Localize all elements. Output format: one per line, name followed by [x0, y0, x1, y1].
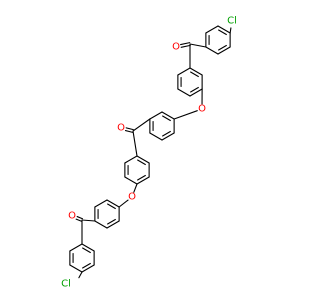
- bond-5: [205, 46, 219, 55]
- bond-66: [118, 199, 129, 208]
- bond-62: [132, 130, 138, 157]
- structure-diagram: O Cl O O O O Cl: [61, 16, 237, 290]
- bond-30: [136, 176, 150, 185]
- bond-0: [217, 25, 231, 34]
- bond-58: [229, 27, 232, 34]
- bond-61: [132, 118, 151, 132]
- bond-23: [149, 132, 163, 141]
- bond-10: [190, 71, 199, 78]
- bond-57: [180, 44, 191, 48]
- bond-21: [161, 132, 175, 141]
- chlorine-top: Cl: [227, 16, 237, 27]
- bond-3: [217, 46, 231, 55]
- bond-36: [106, 199, 120, 208]
- bond-63: [125, 127, 134, 131]
- bond-18: [161, 111, 175, 120]
- bond-37: [107, 203, 116, 210]
- bond-45: [81, 243, 95, 252]
- bond-26: [149, 111, 163, 120]
- bond-56: [180, 42, 191, 46]
- bond-35: [124, 155, 138, 164]
- ether-oxygen-lower: O: [128, 192, 136, 203]
- bond-28: [137, 159, 146, 166]
- ether-oxygen-upper: O: [198, 104, 206, 115]
- bond-17: [177, 67, 191, 76]
- bond-54: [189, 43, 207, 48]
- bond-13: [190, 86, 199, 93]
- atom-label-layer: O Cl O O O O Cl: [61, 16, 237, 290]
- bond-71: [78, 271, 83, 279]
- bond-60: [173, 110, 198, 120]
- bond-69: [76, 216, 84, 220]
- bond-65: [133, 183, 138, 193]
- bond-40: [107, 218, 116, 225]
- bond-39: [106, 220, 120, 229]
- bond-49: [82, 262, 91, 269]
- bond-41: [94, 220, 108, 229]
- bond-22: [162, 130, 171, 137]
- bond-1: [218, 29, 227, 36]
- bond-67: [81, 219, 96, 222]
- bond-4: [218, 44, 227, 51]
- bond-8: [205, 25, 219, 34]
- bond-layer: [69, 25, 232, 279]
- bond-19: [162, 115, 171, 122]
- bond-53: [69, 243, 83, 252]
- carbonyl-oxygen-bottom: O: [68, 211, 76, 222]
- carbonyl-oxygen-top: O: [172, 42, 180, 53]
- carbonyl-oxygen-center: O: [117, 123, 125, 134]
- bond-12: [189, 88, 203, 97]
- bond-44: [94, 199, 108, 208]
- bond-46: [82, 247, 91, 254]
- bond-64: [124, 130, 134, 133]
- bond-50: [69, 264, 83, 273]
- molecule-svg: O Cl O O O O Cl: [61, 16, 237, 290]
- bond-32: [124, 176, 138, 185]
- bond-70: [75, 218, 83, 222]
- bond-31: [137, 174, 146, 181]
- bond-27: [136, 155, 150, 164]
- chlorine-bottom: Cl: [61, 279, 71, 290]
- bond-9: [189, 67, 203, 76]
- bond-48: [81, 264, 95, 273]
- bond-14: [177, 88, 191, 97]
